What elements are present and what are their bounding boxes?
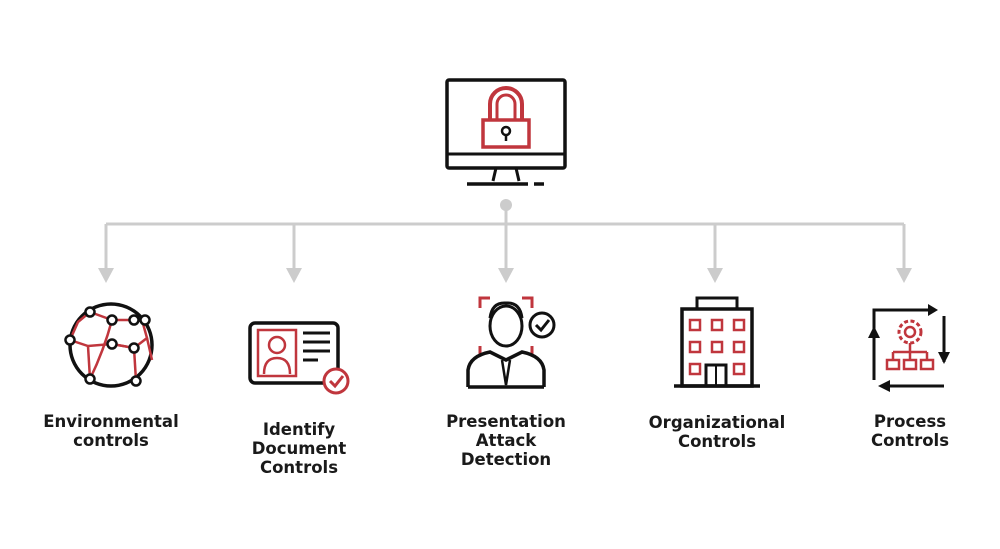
- connector-node: [500, 199, 512, 211]
- face-scan-check-icon: [466, 296, 556, 389]
- office-building-icon: [674, 296, 760, 388]
- computer-lock-icon: [445, 78, 567, 186]
- globe-network-icon: [64, 302, 154, 388]
- connector-lines: [104, 205, 906, 270]
- process-gear-cycle-icon: [868, 304, 950, 392]
- id-card-check-icon: [248, 321, 350, 395]
- connector-arrowheads: [98, 268, 912, 283]
